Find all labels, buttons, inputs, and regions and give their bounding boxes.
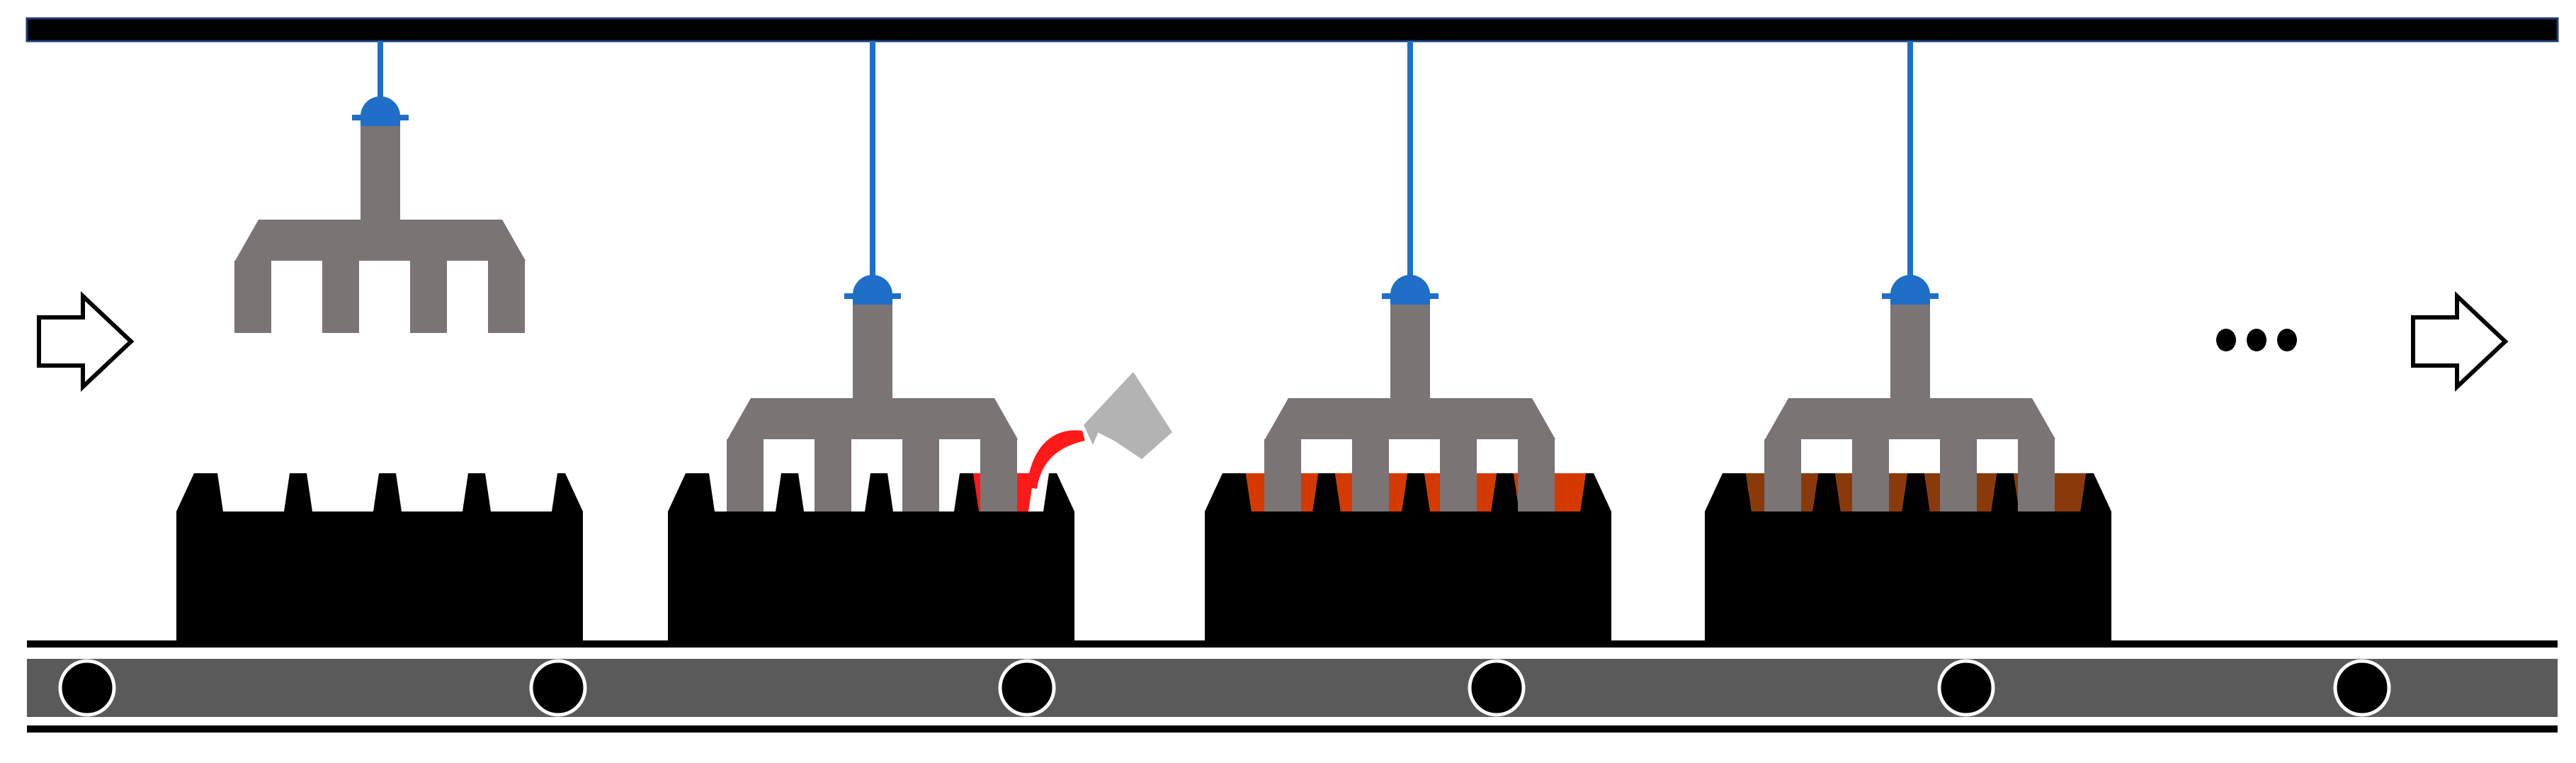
tool-prong bbox=[1264, 439, 1301, 512]
ellipsis-dot bbox=[2216, 329, 2236, 351]
tool-shaft bbox=[361, 126, 400, 220]
tool-prong bbox=[1352, 439, 1389, 512]
hook-flange bbox=[844, 293, 901, 299]
tool-shaft bbox=[1390, 305, 1430, 398]
ellipsis-icon bbox=[2216, 329, 2297, 351]
belt-roller bbox=[2333, 659, 2391, 717]
station-cool bbox=[1705, 41, 2111, 641]
hook-flange bbox=[352, 115, 409, 120]
tool-prong bbox=[1940, 439, 1977, 512]
conveyor-belt bbox=[27, 640, 2558, 733]
tool-head bbox=[235, 220, 526, 261]
mold-body bbox=[1705, 473, 2111, 641]
tool-prong bbox=[1764, 439, 1801, 512]
stamping-tool bbox=[234, 41, 526, 333]
ladle-icon bbox=[1084, 372, 1172, 459]
hook-dome bbox=[361, 96, 400, 120]
mold-body bbox=[1205, 473, 1611, 641]
exit-arrow-icon bbox=[2411, 291, 2509, 392]
belt-bottom-edge bbox=[27, 725, 2558, 733]
molten-stream bbox=[1027, 430, 1085, 489]
tool-head bbox=[727, 398, 1018, 439]
hook-base bbox=[1390, 299, 1430, 305]
tool-prong bbox=[980, 439, 1017, 512]
tool-head bbox=[1765, 398, 2055, 439]
mold-body bbox=[176, 473, 583, 641]
tool-prong bbox=[2018, 439, 2055, 512]
cable bbox=[378, 41, 383, 99]
hook-dome bbox=[1390, 275, 1430, 299]
tool-prong bbox=[322, 261, 359, 333]
station-press bbox=[176, 41, 583, 641]
mold bbox=[668, 473, 1074, 641]
hook-flange bbox=[1382, 293, 1439, 299]
hook-base bbox=[853, 299, 892, 305]
entry-arrow-icon bbox=[37, 291, 135, 392]
hook-dome bbox=[853, 275, 892, 299]
tool-prong bbox=[234, 261, 271, 333]
belt-body bbox=[27, 659, 2558, 717]
tool-prong bbox=[727, 439, 764, 512]
tool-prong bbox=[1852, 439, 1889, 512]
hook-dome bbox=[1890, 275, 1930, 299]
tool-prong bbox=[410, 261, 447, 333]
belt-roller bbox=[58, 659, 116, 717]
ladle-spout bbox=[1084, 417, 1105, 445]
mold bbox=[176, 473, 583, 641]
tool-prong bbox=[902, 439, 939, 512]
belt-top-edge bbox=[27, 640, 2558, 648]
stations bbox=[176, 41, 2111, 641]
belt-roller bbox=[1468, 659, 1526, 717]
tool-head bbox=[1265, 398, 1555, 439]
tool-shaft bbox=[853, 305, 892, 398]
belt-roller bbox=[998, 659, 1056, 717]
hook-base bbox=[1890, 299, 1930, 305]
stamping-tool bbox=[1764, 41, 2055, 512]
tool-shaft bbox=[1890, 305, 1930, 398]
cable bbox=[1907, 41, 1913, 278]
station-set bbox=[1205, 41, 1611, 641]
tool-prong bbox=[488, 261, 525, 333]
ladle-body bbox=[1084, 372, 1172, 459]
hook-base bbox=[361, 120, 400, 126]
hook-flange bbox=[1882, 293, 1939, 299]
stamping-tool bbox=[727, 41, 1018, 512]
tool-prong bbox=[1518, 439, 1555, 512]
belt-rollers bbox=[58, 659, 2391, 717]
ellipsis-dot bbox=[2277, 329, 2297, 351]
stamping-tool bbox=[1264, 41, 1555, 512]
mold-body bbox=[668, 473, 1074, 641]
tool-prong bbox=[815, 439, 851, 512]
overhead-rail bbox=[25, 17, 2559, 43]
cable bbox=[870, 41, 875, 278]
station-pour bbox=[668, 41, 1172, 641]
belt-roller bbox=[529, 659, 587, 717]
tool-prong bbox=[1440, 439, 1477, 512]
ellipsis-dot bbox=[2247, 329, 2266, 351]
cable bbox=[1407, 41, 1413, 278]
belt-roller bbox=[1937, 659, 1995, 717]
